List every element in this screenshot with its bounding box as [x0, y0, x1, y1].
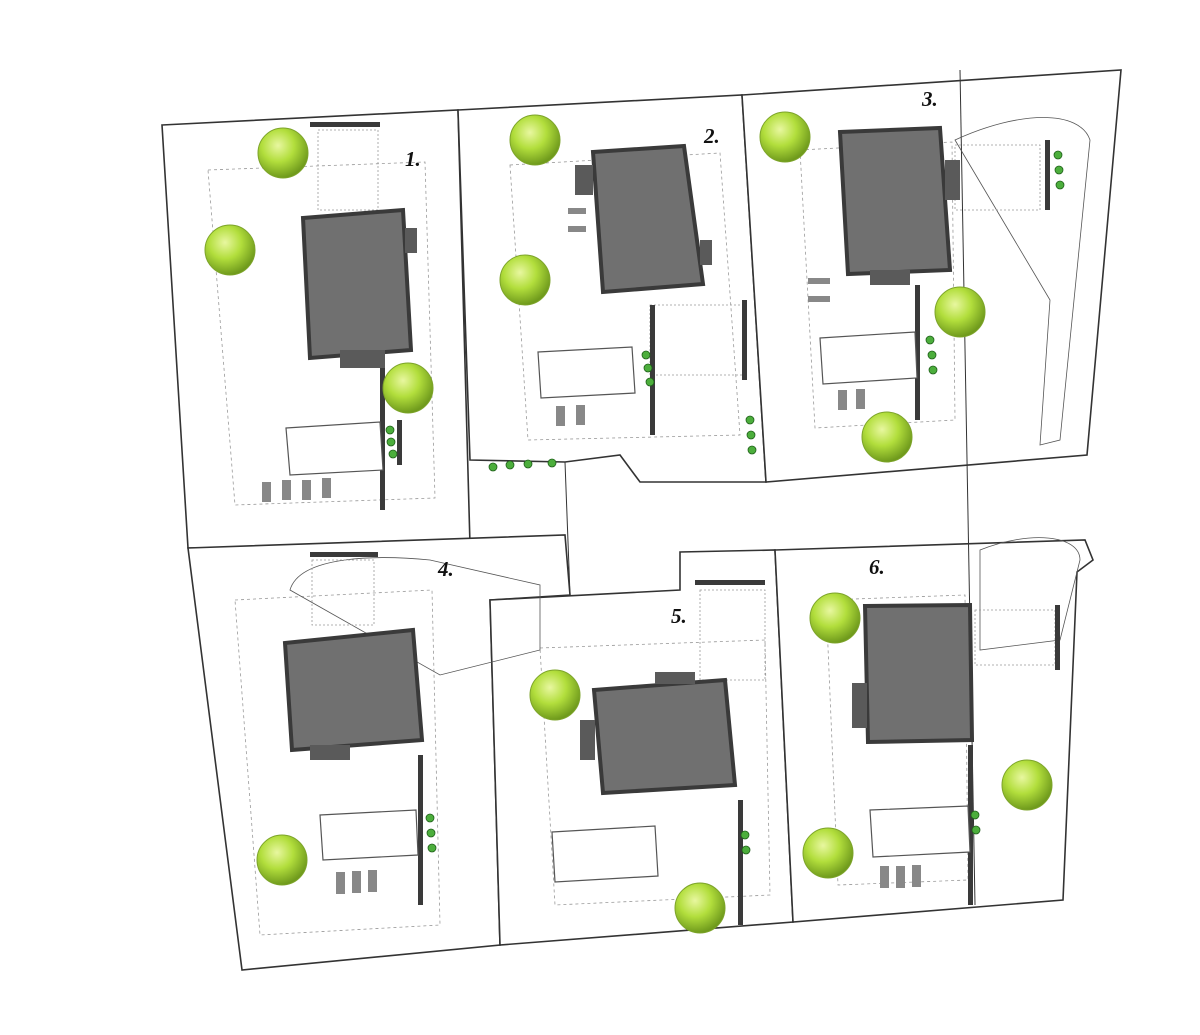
lot-label-5: 5. — [671, 604, 687, 628]
tree-icon — [759, 111, 811, 163]
houses — [282, 125, 975, 796]
tree-icon — [861, 411, 913, 463]
house-2 — [590, 143, 706, 295]
tree-icon — [256, 834, 308, 886]
shrub-rows — [385, 150, 1065, 855]
lot-label-4: 4. — [437, 557, 454, 581]
pools — [285, 331, 971, 883]
lot-label-3: 3. — [921, 87, 938, 111]
lot-label-2: 2. — [703, 124, 720, 148]
lot-label-1: 1. — [405, 147, 421, 171]
house-5 — [591, 677, 738, 796]
access-road-edge — [564, 461, 571, 596]
tree-icon — [382, 362, 434, 414]
house-1 — [300, 207, 414, 361]
walls — [310, 122, 1060, 925]
tree-icon — [204, 224, 256, 276]
tree-icon — [529, 669, 581, 721]
setback-lines — [207, 117, 1091, 936]
tree-icon — [934, 286, 986, 338]
tree-icon — [509, 114, 561, 166]
trees — [204, 111, 1053, 934]
tree-icon — [809, 592, 861, 644]
tree-icon — [802, 827, 854, 879]
sun-loungers — [262, 208, 921, 894]
lot-label-6: 6. — [869, 555, 885, 579]
tree-icon — [674, 882, 726, 934]
house-3 — [837, 125, 953, 277]
house-4 — [282, 627, 425, 753]
tree-icon — [499, 254, 551, 306]
tree-icon — [257, 127, 309, 179]
house-6 — [862, 602, 975, 745]
tree-icon — [1001, 759, 1053, 811]
